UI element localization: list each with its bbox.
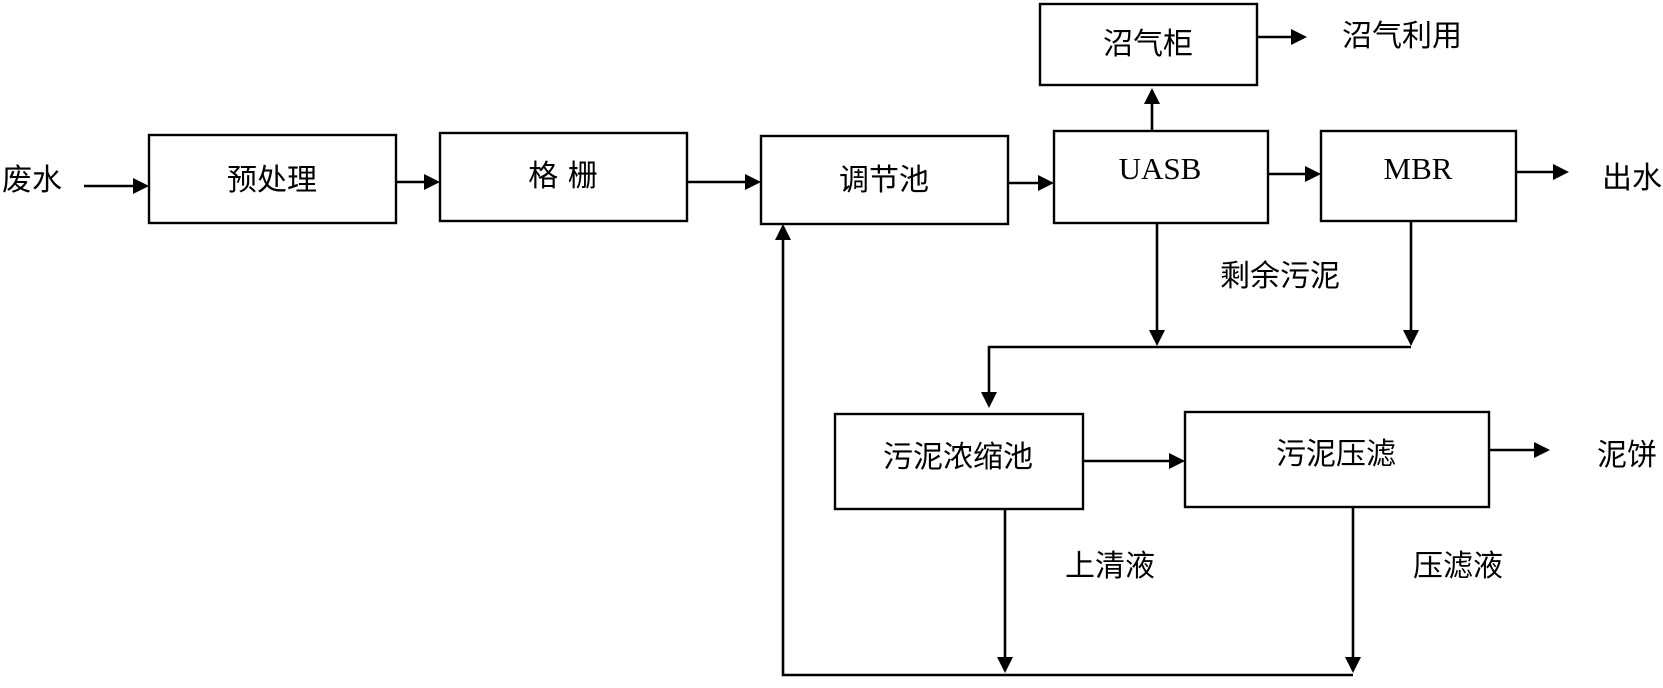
- arrow-uasb-excess-sludge: [1149, 223, 1165, 346]
- label-biogas-use: 沼气利用: [1342, 19, 1462, 54]
- label-supernatant: 上清液: [1065, 549, 1155, 584]
- arrow-return-to-equalization: [775, 224, 1353, 677]
- arrow-mbr-to-effluent: [1516, 164, 1569, 180]
- node-sludge-press-label: 污泥压滤: [1276, 437, 1396, 472]
- arrow-uasb-to-mbr: [1268, 166, 1321, 182]
- arrow-uasb-to-biogas-holder: [1144, 88, 1160, 131]
- arrow-excess-sludge-to-thickener: [981, 345, 1411, 408]
- node-uasb-label: UASB: [1119, 151, 1202, 186]
- arrow-biogas-holder-to-use: [1257, 29, 1307, 45]
- arrow-mbr-excess-sludge: [1403, 221, 1419, 346]
- node-mbr-label: MBR: [1384, 151, 1453, 186]
- arrow-press-to-cake: [1489, 442, 1550, 458]
- node-mbr: MBR: [1319, 129, 1518, 223]
- node-pretreatment: 预处理: [147, 133, 398, 225]
- arrow-filtrate-down: [1345, 507, 1361, 673]
- node-grille-label: 格 栅: [528, 159, 598, 194]
- node-equalization-tank-label: 调节池: [839, 163, 929, 198]
- node-biogas-holder-label: 沼气柜: [1103, 27, 1193, 62]
- node-biogas-holder: 沼气柜: [1038, 2, 1259, 87]
- node-uasb: UASB: [1052, 129, 1270, 225]
- node-pretreatment-label: 预处理: [227, 163, 317, 198]
- node-sludge-press: 污泥压滤: [1183, 410, 1491, 509]
- arrow-wastewater-to-pretreatment: [84, 178, 149, 194]
- label-excess-sludge: 剩余污泥: [1220, 259, 1340, 294]
- label-wastewater: 废水: [2, 163, 62, 198]
- node-grille: 格 栅: [438, 131, 689, 223]
- arrow-supernatant-down: [997, 509, 1013, 673]
- node-equalization-tank: 调节池: [759, 134, 1010, 226]
- label-sludge-cake: 泥饼: [1597, 438, 1657, 473]
- arrow-thickener-to-press: [1083, 453, 1185, 469]
- label-filtrate: 压滤液: [1413, 549, 1503, 584]
- arrow-pretreatment-to-grille: [396, 174, 440, 190]
- node-sludge-thickener-label: 污泥浓缩池: [883, 440, 1033, 475]
- arrow-equalization-to-uasb: [1008, 175, 1054, 191]
- node-sludge-thickener: 污泥浓缩池: [833, 412, 1085, 511]
- label-effluent: 出水: [1602, 161, 1662, 196]
- arrow-grille-to-equalization: [687, 174, 761, 190]
